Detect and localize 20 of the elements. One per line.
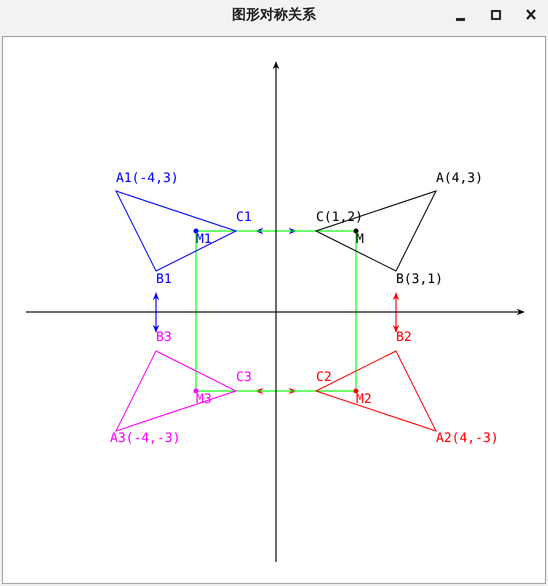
point-label: A(4,3) — [436, 172, 483, 186]
point-label: C3 — [236, 371, 252, 385]
symmetry-line — [196, 390, 356, 392]
double-arrow — [392, 292, 400, 333]
point-label: B2 — [396, 331, 412, 345]
point-label: C1 — [236, 211, 252, 225]
point-label: M — [356, 233, 364, 247]
point-label: B1 — [156, 273, 172, 287]
symmetry-line — [196, 230, 356, 232]
point-label: C(1,2) — [316, 211, 363, 225]
double-arrow — [152, 292, 160, 333]
point-label: A1(-4,3) — [116, 172, 179, 186]
point-label: M1 — [196, 233, 212, 247]
point-label: M2 — [356, 393, 372, 407]
point-label: B3 — [156, 331, 172, 345]
point-label: C2 — [316, 371, 332, 385]
point-label: A2(4,-3) — [436, 432, 499, 446]
window-title: 图形对称关系 — [232, 6, 316, 24]
point-label: B(3,1) — [396, 273, 443, 287]
point-label: A3(-4,-3) — [110, 432, 180, 446]
